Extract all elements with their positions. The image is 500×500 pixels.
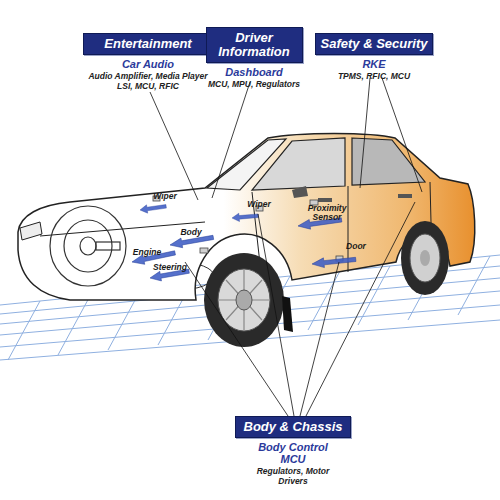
part-label: Body xyxy=(176,228,206,237)
door-handle xyxy=(318,198,332,202)
category-band: Driver Information xyxy=(206,27,303,63)
axle xyxy=(96,242,120,250)
front-wheel xyxy=(204,253,284,347)
component-list: Regulators, Motor Drivers xyxy=(248,466,338,486)
category-name: Body Control MCU xyxy=(248,441,338,465)
component-list: Audio Amplifier, Media Player LSI, MCU, … xyxy=(80,71,216,91)
callout-group: Safety & SecurityRKETPMS, RFIC, MCU xyxy=(314,33,434,81)
signal-arrow xyxy=(139,202,166,214)
category-name: RKE xyxy=(314,58,434,70)
signal-arrow xyxy=(232,212,259,223)
spokes xyxy=(219,270,269,330)
leader-line xyxy=(360,78,370,188)
leader-lines xyxy=(150,78,422,416)
part-label: Proximity Sensor xyxy=(302,204,352,222)
mud-flap xyxy=(282,296,293,332)
callout-group: Driver InformationDashboardMCU, MPU, Reg… xyxy=(199,27,309,89)
wheel-outline xyxy=(50,206,126,286)
signal-arrows xyxy=(131,202,356,283)
leader-line xyxy=(382,78,422,192)
category-name: Dashboard xyxy=(199,66,309,78)
hubcap xyxy=(410,234,440,282)
leader-line xyxy=(150,92,198,200)
category-band: Body & Chassis xyxy=(235,416,351,438)
part-label: Wiper xyxy=(150,192,180,201)
hub xyxy=(80,237,96,255)
part-label: Door xyxy=(342,242,370,251)
callout-group: EntertainmentCar AudioAudio Amplifier, M… xyxy=(80,33,216,91)
door-handle xyxy=(398,194,412,198)
part-label: Wiper xyxy=(244,200,274,209)
component-list: MCU, MPU, Regulators xyxy=(199,79,309,89)
hubcap xyxy=(218,269,270,331)
leader-line xyxy=(185,262,288,416)
hub xyxy=(420,250,430,266)
leader-line xyxy=(258,214,294,416)
category-band: Safety & Security xyxy=(315,33,433,55)
category-band: Entertainment xyxy=(83,33,213,55)
rear-wheel xyxy=(401,221,449,295)
callout-group: Body & ChassisBody Control MCURegulators… xyxy=(234,416,352,486)
part-label: Engine xyxy=(130,248,164,257)
signal-arrow xyxy=(311,255,356,269)
leader-line xyxy=(306,202,415,416)
front-side-window xyxy=(252,138,345,190)
category-name: Car Audio xyxy=(80,58,216,70)
tire xyxy=(401,221,449,295)
side-mirror xyxy=(292,186,308,198)
headlight xyxy=(20,222,42,240)
part-label: Steering xyxy=(150,263,190,272)
hidden-front-wheel xyxy=(50,206,126,286)
module-box xyxy=(200,248,208,253)
rear-side-window xyxy=(352,138,425,185)
hub xyxy=(236,290,252,310)
component-list: TPMS, RFIC, MCU xyxy=(314,71,434,81)
leader-line xyxy=(212,82,250,198)
tire xyxy=(204,253,284,347)
brake-disc xyxy=(64,220,112,272)
leader-line xyxy=(300,262,339,416)
